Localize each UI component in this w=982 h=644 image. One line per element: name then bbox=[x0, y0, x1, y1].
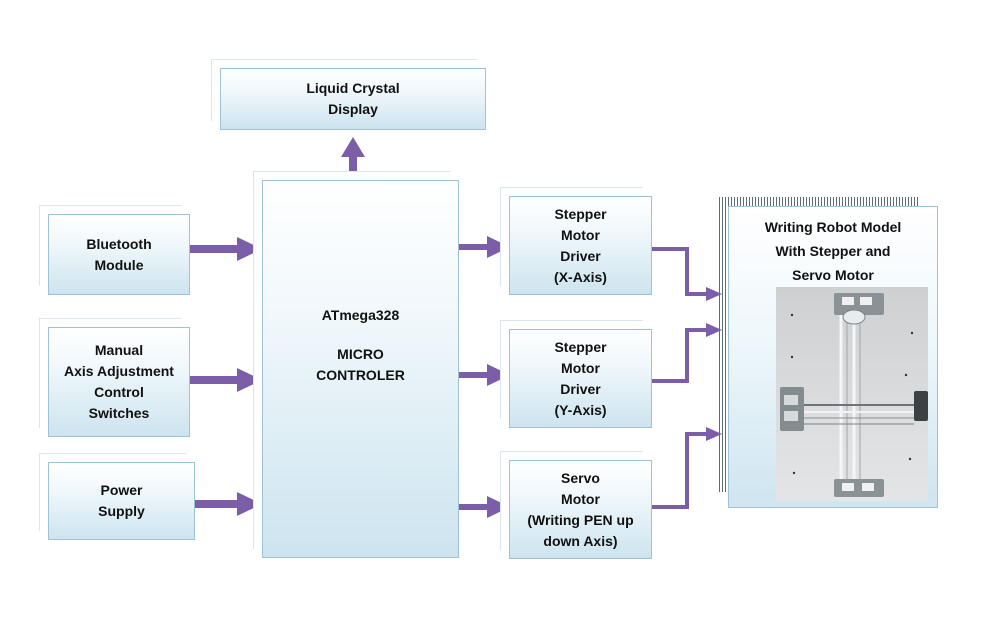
microcontroller-box: ATmega328 MICRO CONTROLER bbox=[262, 180, 459, 558]
lcd-line-1: Liquid Crystal bbox=[306, 80, 400, 96]
mcu-spacer bbox=[316, 326, 405, 344]
arrow-stepper-x-head bbox=[487, 236, 510, 258]
manual-line-2: Axis Adjustment bbox=[64, 363, 174, 379]
servo-line-3: (Writing PEN up bbox=[527, 511, 634, 528]
robot-line-3: Servo Motor bbox=[792, 267, 874, 283]
robot-illustration bbox=[776, 287, 928, 501]
stepper-x-driver-box: Stepper Motor Driver (X-Axis) bbox=[509, 196, 652, 295]
manual-shadow bbox=[47, 320, 179, 328]
arrow-bluetooth-head bbox=[237, 237, 262, 261]
arrow-mcu-to-lcd-head bbox=[341, 137, 365, 157]
arrow-stepper-y-to-robot-head bbox=[706, 323, 722, 337]
robot-title: Writing Robot Model With Stepper and Ser… bbox=[729, 215, 937, 287]
stepper-y-line-1: Stepper bbox=[554, 338, 607, 355]
stepper-x-line-1: Stepper bbox=[554, 205, 607, 222]
stepper-y-shadow bbox=[500, 321, 642, 330]
arrow-mcu-to-stepper-x bbox=[459, 244, 489, 250]
power-line-2: Supply bbox=[98, 503, 145, 519]
stepper-x-line-4: (X-Axis) bbox=[554, 268, 607, 285]
bluetooth-box: Bluetooth Module bbox=[48, 214, 190, 295]
stepper-x-line-3: Driver bbox=[560, 247, 601, 264]
arrow-mcu-to-stepper-y bbox=[459, 372, 489, 378]
servo-shadow bbox=[500, 452, 642, 461]
mcu-chip-name: ATmega328 bbox=[321, 307, 400, 323]
servo-line-1: Servo bbox=[561, 469, 600, 486]
stepper-y-shadow-side bbox=[500, 321, 508, 411]
arrow-servo-to-robot-head bbox=[706, 427, 722, 441]
arrow-power-head bbox=[237, 492, 262, 516]
servo-line-2: Motor bbox=[561, 490, 600, 507]
power-shadow bbox=[47, 455, 187, 463]
stepper-x-shadow-side bbox=[500, 188, 508, 278]
lcd-shadow bbox=[211, 60, 471, 70]
stepper-y-line-2: Motor bbox=[561, 359, 600, 376]
manual-line-3: Control bbox=[94, 384, 144, 400]
arrow-bluetooth-to-mcu bbox=[190, 245, 238, 253]
manual-switches-box: Manual Axis Adjustment Control Switches bbox=[48, 327, 190, 437]
lcd-shadow-side bbox=[211, 60, 219, 120]
mcu-shadow bbox=[253, 171, 443, 181]
robot-shadow bbox=[719, 197, 919, 206]
stepper-y-line-3: Driver bbox=[560, 380, 601, 397]
manual-line-4: Switches bbox=[88, 405, 150, 421]
manual-line-1: Manual bbox=[94, 342, 144, 358]
line-stepper-y-to-robot bbox=[652, 328, 708, 383]
bluetooth-line-1: Bluetooth bbox=[86, 235, 152, 252]
arrow-mcu-to-servo bbox=[459, 504, 489, 510]
stepper-x-line-2: Motor bbox=[561, 226, 600, 243]
robot-line-1: Writing Robot Model bbox=[764, 219, 902, 235]
arrow-stepper-x-to-robot-head bbox=[706, 287, 722, 301]
lcd-box: Liquid Crystal Display bbox=[220, 68, 486, 130]
servo-motor-box: Servo Motor (Writing PEN up down Axis) bbox=[509, 460, 652, 559]
robot-photo bbox=[776, 287, 928, 501]
arrow-mcu-to-lcd bbox=[349, 152, 357, 172]
arrow-servo-head bbox=[487, 496, 510, 518]
arrow-manual-head bbox=[237, 368, 262, 392]
robot-shadow-side bbox=[719, 197, 727, 492]
mcu-line-2: CONTROLER bbox=[316, 367, 405, 383]
stepper-y-driver-box: Stepper Motor Driver (Y-Axis) bbox=[509, 329, 652, 428]
servo-line-4: down Axis) bbox=[543, 532, 618, 549]
bluetooth-line-2: Module bbox=[94, 256, 144, 273]
robot-model-box: Writing Robot Model With Stepper and Ser… bbox=[728, 206, 938, 508]
arrow-power-to-mcu bbox=[195, 500, 238, 508]
stepper-y-line-4: (Y-Axis) bbox=[554, 401, 607, 418]
arrow-manual-to-mcu bbox=[190, 376, 238, 384]
bluetooth-shadow bbox=[47, 207, 179, 215]
line-servo-to-robot bbox=[652, 432, 708, 509]
mcu-line-1: MICRO bbox=[337, 346, 384, 362]
lcd-line-2: Display bbox=[328, 101, 378, 117]
stepper-x-shadow bbox=[500, 188, 642, 197]
robot-line-2: With Stepper and bbox=[775, 243, 891, 259]
power-supply-box: Power Supply bbox=[48, 462, 195, 540]
servo-shadow-side bbox=[500, 452, 508, 542]
arrow-stepper-y-head bbox=[487, 364, 510, 386]
mcu-shadow-side bbox=[253, 171, 261, 531]
line-stepper-x-to-robot bbox=[652, 247, 708, 296]
power-line-1: Power bbox=[100, 482, 143, 498]
